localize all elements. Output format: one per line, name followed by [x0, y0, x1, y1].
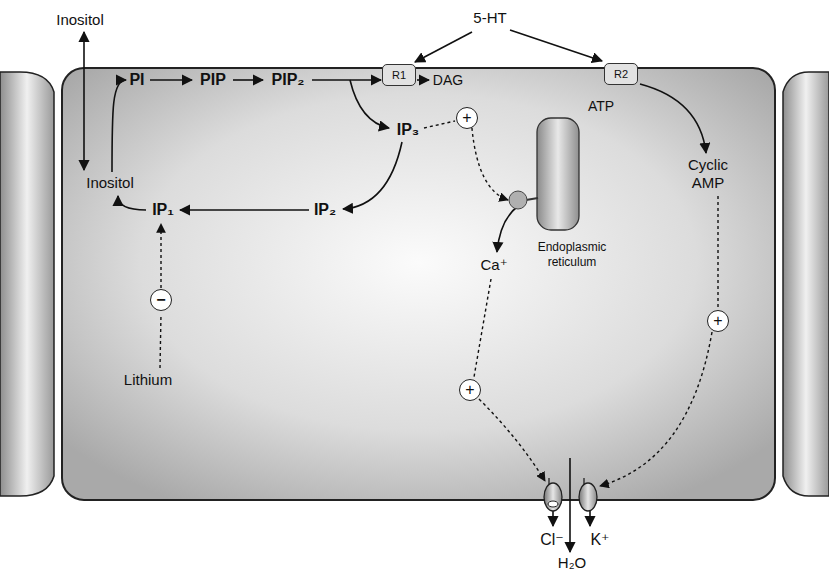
receptor-box: R2 — [604, 63, 638, 85]
pathway-label: 5-HT — [473, 9, 506, 27]
pathway-label: Cl⁻ — [540, 530, 564, 549]
pathway-label: IP₁ — [152, 200, 174, 219]
receptor-label: R1 — [392, 70, 406, 81]
inhibition-sign: − — [150, 289, 172, 311]
endoplasmic-reticulum: Endoplasmic reticulum — [508, 116, 636, 272]
pathway-label: Inositol — [56, 11, 104, 29]
pathway-label: PIP — [200, 70, 226, 89]
pathway-label: Ca⁺ — [480, 256, 507, 274]
sign-symbol: + — [462, 110, 471, 126]
ion-channels — [544, 478, 597, 511]
sign-symbol: + — [465, 382, 474, 398]
pathway-label: DAG — [433, 72, 463, 89]
pathway-arrows — [84, 30, 706, 552]
pathway-label: PI — [129, 70, 144, 89]
neighbour-cell — [783, 72, 829, 496]
pathway-label: Inositol — [86, 174, 134, 192]
pathway-label: IP₂ — [314, 200, 336, 219]
activation-sign: + — [459, 379, 481, 401]
pathway-label: Cyclic AMP — [677, 156, 739, 192]
receptor-label: R2 — [614, 69, 628, 80]
receptor-box: R1 — [382, 64, 416, 86]
organelle-label: Endoplasmic reticulum — [508, 240, 636, 270]
regulation-arrows — [160, 121, 718, 486]
activation-connector — [472, 128, 508, 200]
sign-symbol: + — [713, 313, 722, 329]
pathway-label: ATP — [588, 98, 614, 115]
pathway-label: PIP₂ — [272, 70, 305, 89]
neighbour-cell — [0, 72, 54, 496]
sign-symbol: − — [156, 292, 165, 308]
pathway-label: H₂O — [558, 554, 586, 572]
pathway-label: K⁺ — [590, 530, 609, 549]
activation-sign: + — [456, 107, 478, 129]
activation-sign: + — [707, 310, 729, 332]
cell-body — [62, 68, 775, 500]
pathway-label: Lithium — [124, 371, 172, 389]
er-shape — [508, 116, 636, 234]
pathway-label: IP₃ — [397, 120, 420, 139]
